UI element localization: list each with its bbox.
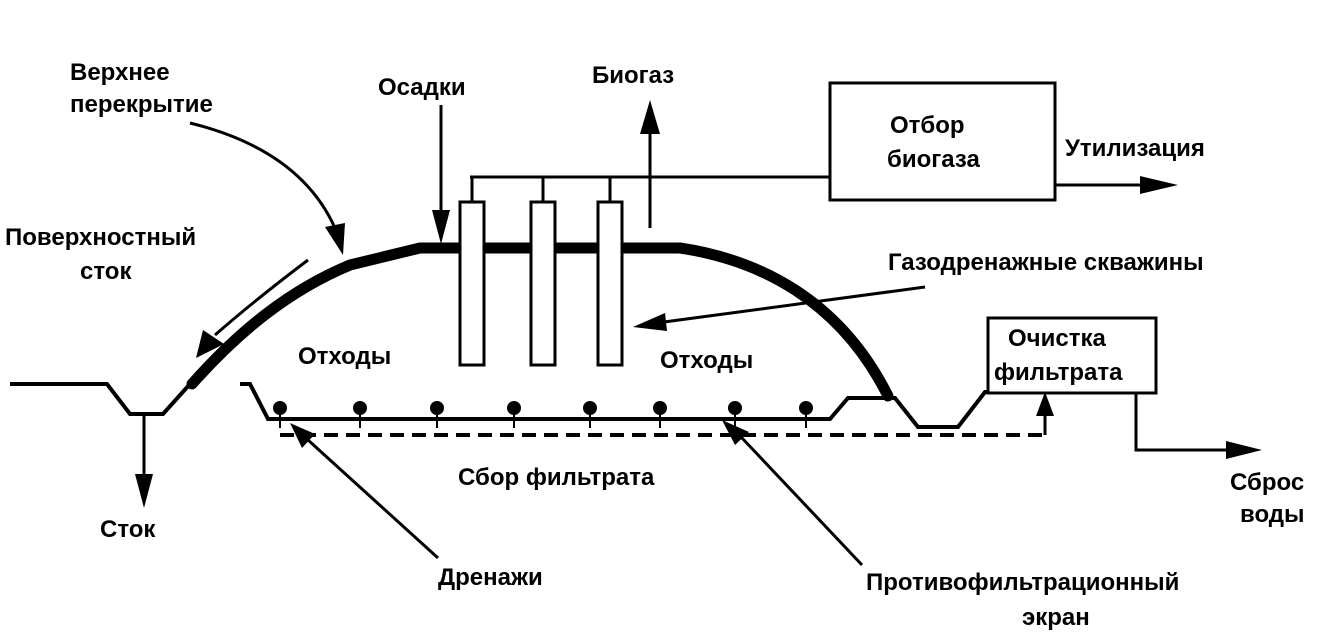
gas-wells-pointer-arrowhead <box>633 313 667 331</box>
runoff-label: Сток <box>100 516 156 543</box>
leachate-treatment-label-line2: фильтрата <box>994 359 1123 386</box>
barrier-pointer-arrowhead <box>722 420 749 445</box>
ground-profile-left <box>10 382 192 416</box>
surface-runoff-label-line2: сток <box>80 258 132 285</box>
water-discharge-arrowhead <box>1226 441 1262 459</box>
top-cover-label-line2: перекрытие <box>70 91 213 118</box>
top-cover-pointer-arrowhead <box>325 223 345 255</box>
surface-runoff-label-line1: Поверхностный <box>5 224 196 251</box>
utilization-arrowhead <box>1140 176 1178 194</box>
barrier-pointer <box>740 436 864 567</box>
biogas-collection-box <box>828 81 1057 202</box>
top-cover-layer <box>186 242 894 402</box>
surface-runoff-arrow <box>214 258 309 337</box>
landfill-base-outline <box>240 382 1022 429</box>
biogas-arrowhead <box>640 100 660 134</box>
drain-markers <box>273 401 813 428</box>
precipitation-label: Осадки <box>378 74 466 101</box>
precipitation-arrowhead <box>432 210 450 244</box>
water-discharge-line <box>1134 393 1230 452</box>
leachate-treatment-box <box>986 316 1158 395</box>
barrier-label-line2: экран <box>1022 604 1090 631</box>
water-discharge-label-line2: воды <box>1240 501 1305 528</box>
runoff-arrowhead <box>135 474 153 508</box>
drains-pointer <box>306 438 440 560</box>
drains-pointer-arrowhead <box>290 423 315 448</box>
gas-well-2 <box>529 200 557 367</box>
utilization-label: Утилизация <box>1065 135 1205 162</box>
biogas-collection-label-line2: биогаза <box>887 146 980 173</box>
gas-wells-pointer <box>663 285 926 324</box>
gas-well-3 <box>596 200 624 367</box>
gas-wells-label: Газодренажные скважины <box>888 249 1204 276</box>
leachate-collection-label: Сбор фильтрата <box>458 464 655 491</box>
waste-left-label: Отходы <box>298 343 391 370</box>
drains-label: Дренажи <box>438 564 543 591</box>
water-discharge-label-line1: Сброс <box>1230 469 1304 496</box>
surface-runoff-arrowhead <box>196 330 224 358</box>
biogas-label: Биогаз <box>592 62 674 89</box>
gas-well-1 <box>458 200 486 367</box>
biogas-collection-label-line1: Отбор <box>890 112 965 139</box>
barrier-label-line1: Противофильтрационный <box>866 569 1179 596</box>
top-cover-label-line1: Верхнее <box>70 59 170 86</box>
waste-right-label: Отходы <box>660 347 753 374</box>
top-cover-pointer <box>189 121 337 229</box>
leachate-treatment-label-line1: Очистка <box>1008 325 1106 352</box>
gas-wells <box>458 175 830 367</box>
leachate-riser-arrowhead <box>1036 392 1054 416</box>
